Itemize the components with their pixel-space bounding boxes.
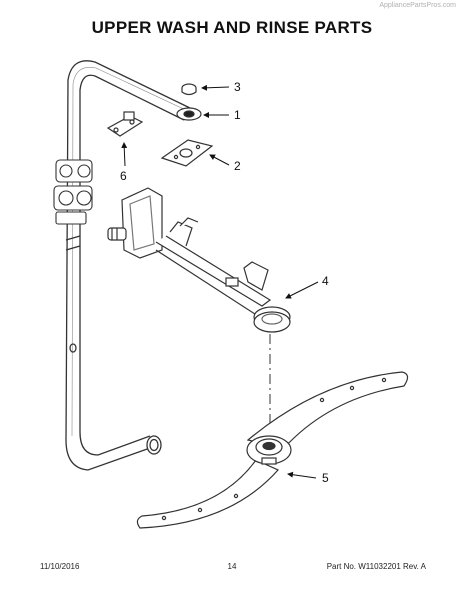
- footer-part-rev: Part No. W11032201 Rev. A: [326, 562, 426, 571]
- callout-6: 6: [120, 169, 127, 183]
- part-3-cap: [181, 83, 197, 96]
- callout-2: 2: [234, 159, 241, 173]
- callout-1: 1: [234, 108, 241, 122]
- feed-tube: [65, 60, 191, 471]
- part-2-bracket: [160, 139, 214, 167]
- callout-3: 3: [234, 80, 241, 94]
- callout-5: 5: [322, 471, 329, 485]
- part-6-clip: [106, 111, 144, 137]
- footer-page-number: 14: [227, 562, 237, 571]
- part-5-spray-arm: [136, 371, 409, 529]
- part-1-fitting: [176, 107, 202, 121]
- leader-lines: [121, 84, 319, 479]
- callout-4: 4: [322, 274, 329, 288]
- feed-tube-clip: [53, 159, 93, 225]
- page-title: UPPER WASH AND RINSE PARTS: [91, 18, 373, 37]
- footer-date: 11/10/2016: [40, 562, 80, 571]
- part-4-manifold: [107, 187, 291, 333]
- watermark: AppliancePartsPros.com: [379, 2, 456, 9]
